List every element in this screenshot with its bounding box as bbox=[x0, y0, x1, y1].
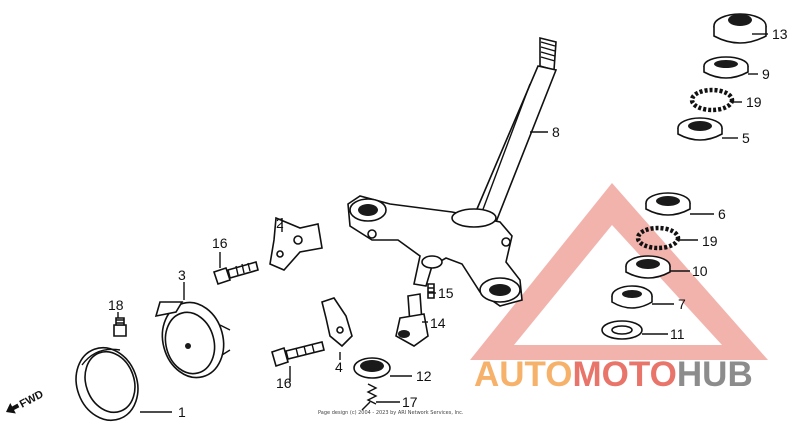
callout-14: 14 bbox=[430, 315, 446, 331]
part-12-cap bbox=[353, 357, 391, 379]
watermark-part-auto: AUTO bbox=[474, 355, 573, 394]
part-15-screw bbox=[427, 283, 435, 299]
watermark-triangle bbox=[470, 183, 768, 360]
callout-19-upper: 19 bbox=[746, 94, 762, 110]
callout-16-lower: 16 bbox=[276, 375, 292, 391]
part-7-seal bbox=[611, 285, 653, 309]
leader-lines bbox=[117, 33, 768, 413]
part-16-bolt-upper bbox=[212, 261, 259, 286]
part-8-steering-stem bbox=[347, 36, 558, 307]
watermark-part-moto: MOTO bbox=[573, 355, 677, 394]
callout-8: 8 bbox=[552, 124, 560, 140]
part-4-bracket bbox=[321, 297, 353, 348]
part-19-bearings-lower bbox=[635, 225, 681, 251]
part-19-bearings-upper bbox=[689, 87, 735, 113]
part-2-bracket bbox=[269, 216, 323, 271]
part-3-horn bbox=[154, 301, 231, 379]
callout-labels: 1 2 3 4 5 6 7 8 9 10 11 12 13 14 15 16 1… bbox=[108, 26, 788, 420]
part-17-spring bbox=[361, 383, 378, 411]
part-13-top-cap bbox=[713, 13, 767, 44]
watermark-text: AUTOMOTOHUB bbox=[474, 355, 753, 394]
callout-4: 4 bbox=[335, 359, 343, 375]
callout-18: 18 bbox=[108, 297, 124, 313]
part-5-race bbox=[677, 117, 723, 141]
callout-16-upper: 16 bbox=[212, 235, 228, 251]
callout-10: 10 bbox=[692, 263, 708, 279]
watermark-part-hub: HUB bbox=[677, 355, 753, 394]
part-9-race bbox=[703, 56, 749, 79]
callout-1: 1 bbox=[178, 404, 186, 420]
callout-13: 13 bbox=[772, 26, 788, 42]
callout-6: 6 bbox=[718, 206, 726, 222]
copyright-text: Page design (c) 2004 - 2023 by ARI Netwo… bbox=[318, 410, 464, 416]
fwd-label: FWD bbox=[18, 388, 46, 410]
callout-17: 17 bbox=[402, 394, 418, 410]
part-16-bolt-lower bbox=[271, 341, 325, 368]
callout-5: 5 bbox=[742, 130, 750, 146]
callout-3: 3 bbox=[178, 267, 186, 283]
part-14-lock bbox=[395, 293, 429, 347]
part-18-bolt bbox=[113, 317, 127, 337]
callout-11: 11 bbox=[670, 326, 685, 342]
callout-7: 7 bbox=[678, 296, 686, 312]
fwd-arrow: FWD bbox=[6, 388, 46, 414]
callout-15: 15 bbox=[438, 285, 454, 301]
callout-2: 2 bbox=[276, 215, 284, 231]
callout-19-lower: 19 bbox=[702, 233, 718, 249]
part-10-race bbox=[625, 255, 671, 279]
callout-9: 9 bbox=[762, 66, 770, 82]
callout-12: 12 bbox=[416, 368, 432, 384]
part-11-washer bbox=[601, 320, 643, 340]
part-1-ring bbox=[75, 346, 139, 422]
part-6-race bbox=[645, 192, 691, 216]
